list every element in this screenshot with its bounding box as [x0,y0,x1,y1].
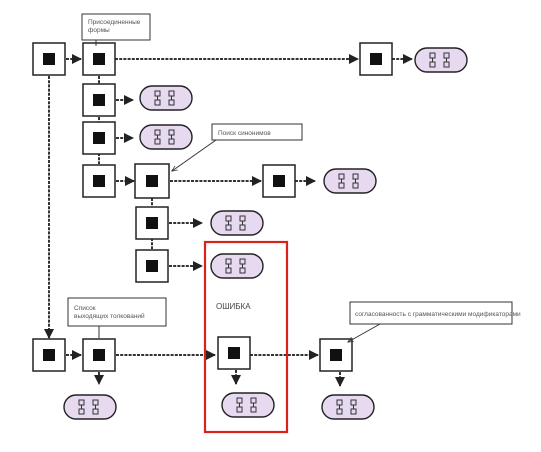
result-pill [63,394,117,420]
connections [44,54,413,387]
error-highlight: ОШИБКА [203,240,289,434]
node [82,121,116,155]
node [82,164,116,198]
result-pill [139,85,193,111]
callout-bottom-right: согласованность с грамматическими модифи… [348,301,521,342]
result-pill [321,394,375,420]
node [32,338,66,372]
result-pill [139,124,193,150]
result-pill [414,47,468,73]
result-pill [210,253,264,279]
node [82,338,116,372]
node [262,164,296,198]
result-pill [210,210,264,236]
result-pill [323,168,377,194]
node [319,338,353,372]
callout-top: Присоединенные формы [81,13,151,46]
node [135,206,169,240]
node [135,249,169,283]
node [82,83,116,117]
node [82,42,116,76]
node [217,336,251,370]
callout-synonyms-text: Поиск синонимов [218,130,271,137]
callout-bottom-left: Список выходящих толкований [67,297,167,338]
error-label: ОШИБКА [216,302,251,311]
callout-bottom-left-text: Список выходящих толкований [74,305,145,320]
callout-synonyms: Поиск синонимов [172,123,303,171]
callout-bottom-right-text: согласованность с грамматическими модифи… [355,311,521,318]
node [359,42,393,76]
result-pills [63,47,468,420]
node [134,163,170,199]
nodes [32,42,393,372]
result-pill [221,392,275,418]
node [32,42,66,76]
callout-top-text: Присоединенные формы [88,19,142,34]
